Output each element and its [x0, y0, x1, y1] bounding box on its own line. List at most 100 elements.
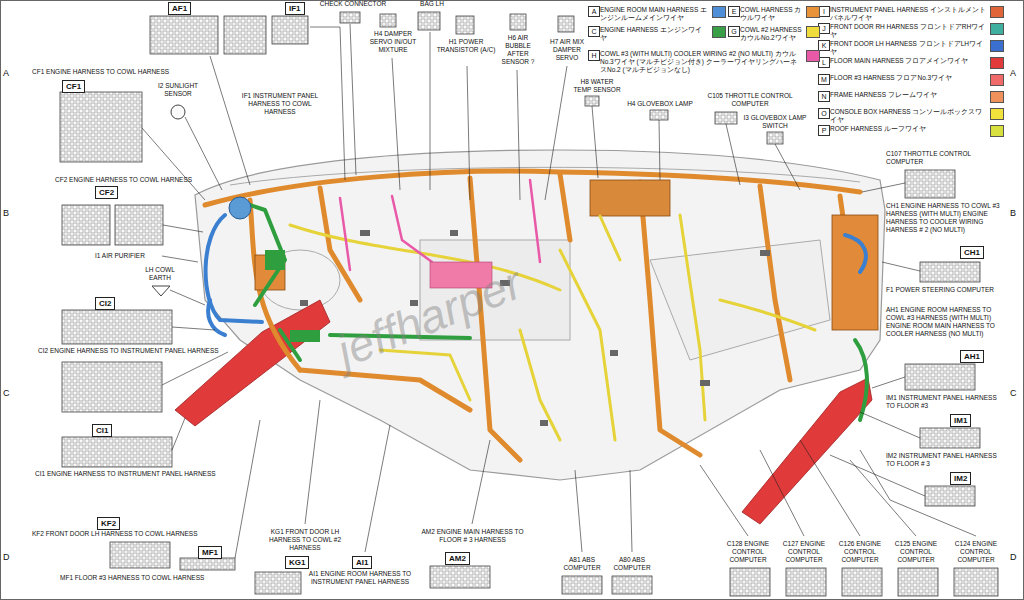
part-label: C126 ENGINE CONTROL COMPUTER	[834, 540, 886, 564]
legend-text: ENGINE HARNESS エンジンワイヤ	[600, 26, 708, 42]
legend-letter: P	[818, 125, 830, 136]
legend-swatch	[806, 6, 820, 18]
connector-code-box: AH1	[960, 350, 984, 363]
part-label: CF2 ENGINE HARNESS TO COWL HARNESS	[55, 176, 255, 184]
legend-text: FRONT DOOR LH HARNESS フロントドアLHワイヤ	[830, 40, 986, 56]
legend-letter: H	[588, 50, 600, 61]
part-label: C127 ENGINE CONTROL COMPUTER	[778, 540, 830, 564]
part-label: A81 ABS COMPUTER	[560, 556, 604, 572]
part-label: LH COWL EARTH	[135, 266, 185, 282]
legend-text: FRONT DOOR RH HARNESS フロントドアRHワイヤ	[830, 23, 986, 39]
legend-text: FLOOR MAIN HARNESS フロアメインワイヤ	[830, 57, 986, 65]
part-label: CI2 ENGINE HARNESS TO INSTRUMENT PANEL H…	[38, 347, 228, 355]
legend-text: ENGINE ROOM MAIN HARNESS エンジンルームメインワイヤ	[600, 6, 708, 22]
legend-letter: O	[818, 108, 830, 119]
connector-code: AM2	[449, 554, 466, 563]
part-label: CHECK CONNECTOR	[318, 0, 388, 8]
part-label: IM1 INSTRUMENT PANEL HARNESS TO FLOOR #3	[886, 394, 1004, 410]
connector-code-box: KF2	[97, 517, 120, 530]
part-label: I3 GLOVEBOX LAMP SWITCH	[740, 114, 810, 130]
grid-letter: D	[3, 552, 10, 562]
part-label: H1 POWER TRANSISTOR (A/C)	[436, 38, 496, 54]
part-label: I1 AIR PURIFIER	[95, 252, 170, 260]
part-label: IF1 INSTRUMENT PANEL HARNESS TO COWL HAR…	[235, 92, 325, 116]
legend-text: COWL HARNESS カウルワイヤ	[740, 6, 802, 22]
grid-letter: D	[1010, 552, 1017, 562]
part-label: CH1 ENGINE HARNESS TO COWL #3 HARNESS (W…	[886, 202, 1004, 234]
legend-text: ROOF HARNESS ルーフワイヤ	[830, 125, 986, 133]
connector-code: KG1	[289, 558, 305, 567]
legend-text: FRAME HARNESS フレームワイヤ	[830, 91, 986, 99]
part-label: H6 AIR BUBBLE AFTER SENSOR ?	[494, 34, 542, 66]
part-label: MF1 FLOOR #3 HARNESS TO COWL HARNESS	[60, 574, 230, 582]
part-label: CF1 ENGINE HARNESS TO COWL HARNESS	[32, 68, 232, 76]
legend-letter: N	[818, 91, 830, 102]
legend-swatch	[990, 23, 1004, 35]
connector-code: KF2	[101, 519, 116, 528]
legend-letter: G	[728, 26, 740, 37]
part-label: H4 DAMPER SERVO IN/OUT MIXTURE	[366, 30, 420, 54]
legend-swatch	[990, 108, 1004, 120]
connector-code-box: CI2	[95, 297, 115, 310]
connector-code-box: KG1	[285, 556, 309, 569]
part-label: A80 ABS COMPUTER	[610, 556, 654, 572]
legend-letter: C	[588, 26, 600, 37]
connector-code: CI1	[96, 426, 108, 435]
part-label: AM2 ENGINE MAIN HARNESS TO FLOOR # 3 HAR…	[415, 528, 530, 544]
part-label: KF2 FRONT DOOR LH HARNESS TO COWL HARNES…	[32, 530, 232, 538]
connector-code-box: MF1	[198, 546, 222, 559]
connector-code-box: CH1	[960, 246, 984, 259]
connector-code-box: IF1	[285, 2, 305, 15]
legend-swatch	[990, 40, 1004, 52]
part-label: F1 POWER STEERING COMPUTER	[886, 286, 1004, 294]
legend-swatch	[990, 74, 1004, 86]
connector-code-box: CI1	[92, 424, 112, 437]
legend-swatch	[990, 57, 1004, 69]
connector-code: CI2	[99, 299, 111, 308]
part-label: C128 ENGINE CONTROL COMPUTER	[722, 540, 774, 564]
legend-text: FLOOR #3 HARNESS フロアNo.3ワイヤ	[830, 74, 986, 82]
grid-letter: A	[3, 68, 9, 78]
connector-code-box: IM1	[950, 414, 971, 427]
legend-letter: M	[818, 74, 830, 85]
part-label: AH1 ENGINE ROOM HARNESS TO COWL #3 HARNE…	[886, 306, 1004, 338]
part-label: H4 GLOVEBOX LAMP	[620, 100, 700, 108]
connector-code: CF2	[99, 188, 114, 197]
legend-swatch	[990, 125, 1004, 137]
legend-swatch	[806, 26, 820, 38]
connector-code: IM2	[954, 474, 967, 483]
connector-code: IM1	[954, 416, 967, 425]
legend-text: COWL #2 HARNESS カウルNo.2ワイヤ	[740, 26, 802, 42]
grid-letter: C	[3, 388, 10, 398]
connector-code-box: CF1	[62, 80, 85, 93]
legend-swatch	[712, 26, 726, 38]
connector-code: IF1	[289, 4, 301, 13]
part-label: C107 THROTTLE CONTROL COMPUTER	[886, 150, 1004, 166]
part-label: AI1 ENGINE ROOM HARNESS TO INSTRUMENT PA…	[305, 570, 415, 586]
connector-code: AI1	[356, 558, 368, 567]
connector-code: MF1	[202, 548, 218, 557]
legend-swatch	[712, 6, 726, 18]
connector-code-box: AM2	[445, 552, 470, 565]
legend-text: COWL #3 (WITH MULTI) COOLER WIRING #2 (N…	[600, 50, 800, 74]
connector-code: AF1	[172, 4, 187, 13]
part-label: IM2 INSTRUMENT PANEL HARNESS TO FLOOR # …	[886, 452, 1004, 468]
part-label: H8 WATER TEMP SENSOR	[572, 78, 622, 94]
connector-code-box: AF1	[168, 2, 191, 15]
legend-swatch	[990, 91, 1004, 103]
connector-code-box: IM2	[950, 472, 971, 485]
grid-letter: B	[3, 208, 9, 218]
grid-letter: B	[1010, 208, 1016, 218]
part-label: I2 SUNLIGHT SENSOR	[148, 82, 208, 98]
connector-code-box: CF2	[95, 186, 118, 199]
legend-text: INSTRUMENT PANEL HARNESS インストルメントパネルワイヤ	[830, 6, 986, 22]
legend-swatch	[806, 50, 820, 62]
legend-text: CONSOLE BOX HARNESS コンソールボックスワイヤ	[830, 108, 986, 124]
grid-letter: C	[1010, 388, 1017, 398]
part-label: C125 ENGINE CONTROL COMPUTER	[890, 540, 942, 564]
grid-letter: A	[1010, 68, 1016, 78]
connector-code: AH1	[964, 352, 980, 361]
legend-letter: A	[588, 6, 600, 17]
legend-letter: E	[728, 6, 740, 17]
